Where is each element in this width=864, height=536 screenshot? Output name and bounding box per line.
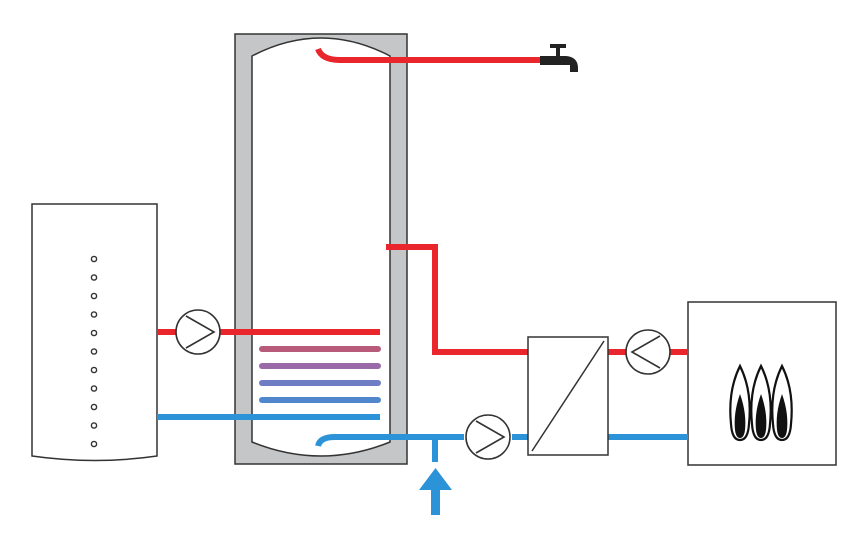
arrow-up-icon [419,468,452,490]
flame-core [776,394,788,438]
indicator-dot [90,366,98,374]
buffer-unit [31,203,158,462]
faucet-stem [556,46,560,56]
indicator-dot [90,385,98,392]
flame-core [755,394,767,438]
primary-pump [625,329,671,375]
pump-triangle [475,420,506,454]
inlet-arrow-shaft [431,485,440,515]
tap [540,44,578,72]
indicator-dot [90,255,98,263]
hot-water-outlet-pipe [315,47,542,63]
indicator-dot [90,311,98,318]
indicator-dot [90,348,98,355]
tank-coils [259,346,381,403]
hot-supply-pipe [386,244,528,355]
cold-water-inlet [419,468,452,515]
indicator-dot [90,292,98,300]
gas-boiler [687,301,837,466]
plate-heat-exchanger [527,336,609,456]
indicator-dot [90,422,98,429]
flame-icon [729,363,751,442]
pump-icon [465,414,511,460]
heat-exchanger-diagonal [531,340,605,452]
flames [729,363,793,442]
indicator-dots [90,255,98,448]
indicator-dot [90,274,98,281]
tank-inner [251,37,391,457]
pump-icon [175,309,221,355]
faucet-handle [550,44,566,48]
faucet-icon [540,56,578,72]
circulation-pump [465,414,511,460]
heating-pump [175,309,221,355]
indicator-dot [90,440,98,448]
pump-triangle [630,335,661,369]
hot-pipes [157,47,688,355]
pump-triangle [185,315,216,349]
cold-pipes [157,414,688,462]
indicator-dot [90,403,98,411]
pump-icon [625,329,671,375]
cold-tank-pipe [315,434,464,447]
flame-core [734,394,746,438]
flame-icon [771,363,793,442]
indicator-dot [90,329,98,337]
flame-icon [750,363,772,442]
